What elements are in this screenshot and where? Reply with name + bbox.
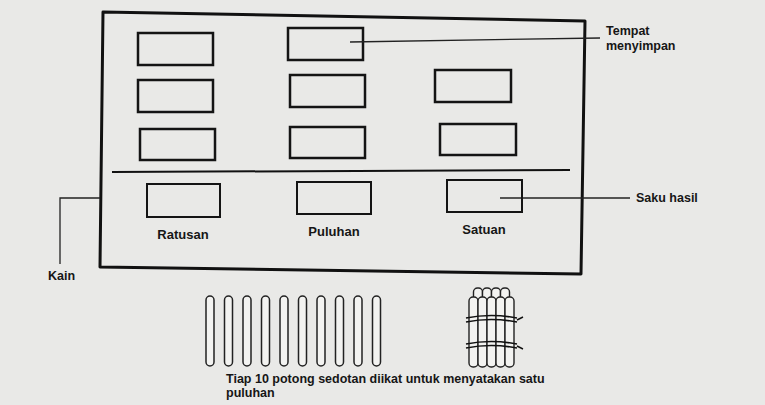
straw <box>469 297 478 367</box>
straw <box>505 297 514 367</box>
pocket <box>440 124 516 155</box>
straw <box>487 297 496 367</box>
pocket <box>140 129 215 160</box>
place-value-label: Ratusan <box>157 227 208 243</box>
straw <box>317 296 325 366</box>
straw <box>262 296 270 366</box>
pocket-box <box>146 183 221 218</box>
pocket <box>138 80 213 112</box>
leader-line <box>60 198 100 264</box>
straw <box>496 297 505 367</box>
storage-pockets <box>138 28 516 160</box>
callout-label: Saku hasil <box>636 191 698 206</box>
straw <box>206 296 214 366</box>
pocket-box <box>296 181 372 215</box>
pocket <box>435 70 511 102</box>
tie-band <box>466 316 517 323</box>
tie-knot <box>517 317 523 349</box>
leader-line <box>350 38 600 42</box>
loose-straws <box>206 296 381 366</box>
callout-label: Kain <box>48 269 75 284</box>
pocket <box>290 75 365 107</box>
place-value-label: Satuan <box>462 222 505 238</box>
straw <box>373 296 381 366</box>
leader-line <box>500 197 630 198</box>
place-value-label: Puluhan <box>308 224 359 240</box>
straw <box>225 296 233 366</box>
straw <box>299 296 307 366</box>
straw <box>336 296 344 366</box>
straw <box>354 296 362 366</box>
callout-label: Tempat menyimpan <box>606 24 706 54</box>
straw <box>280 296 288 366</box>
pocket-box <box>446 179 523 213</box>
pocket <box>138 33 213 65</box>
leader-lines <box>60 38 630 264</box>
straw-bundle <box>466 288 523 367</box>
tie-band <box>466 342 517 349</box>
pocket <box>290 127 365 158</box>
straw <box>243 296 251 366</box>
result-pocket: Ratusan <box>146 183 221 243</box>
pocket <box>288 28 363 60</box>
result-pocket: Puluhan <box>296 181 372 240</box>
result-pocket: Satuan <box>446 179 523 238</box>
straw <box>478 297 487 367</box>
cloth-board <box>100 12 585 274</box>
figure-caption: Tiap 10 potong sedotan diikat untuk meny… <box>226 372 561 400</box>
divider-line <box>112 170 570 172</box>
